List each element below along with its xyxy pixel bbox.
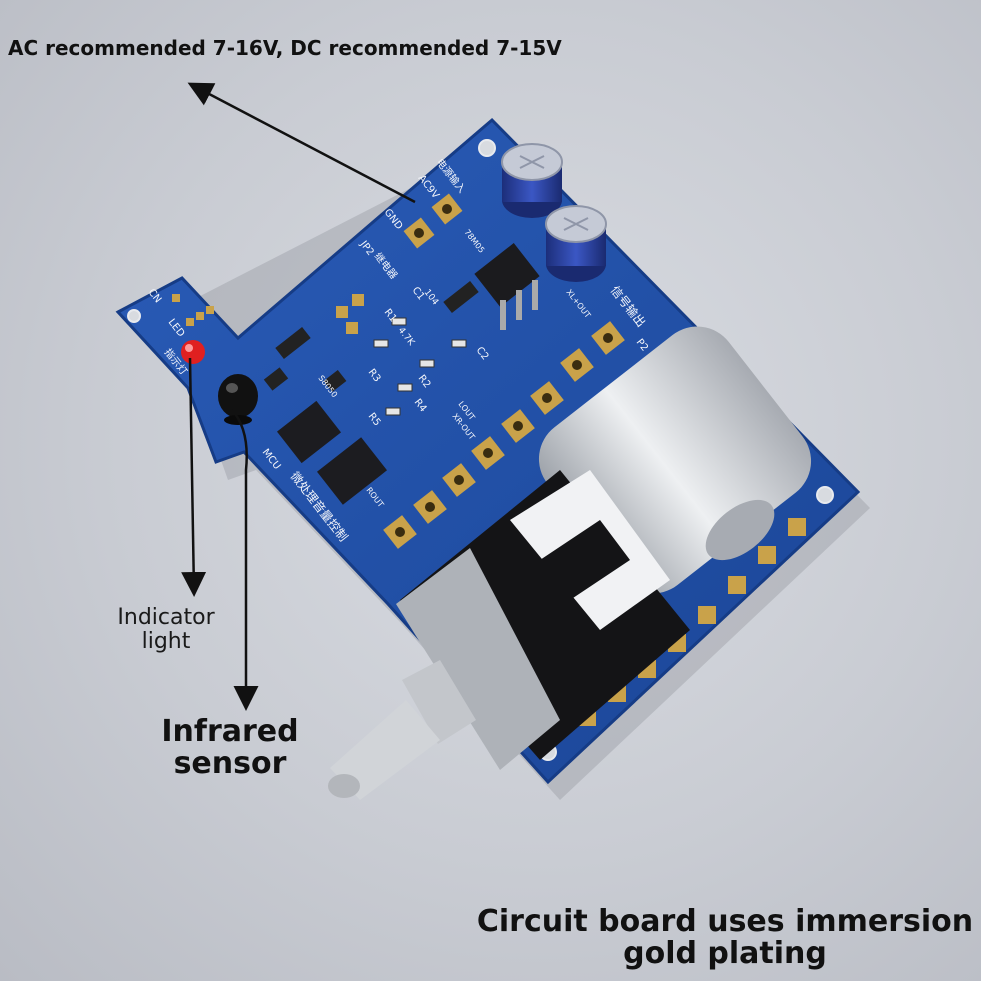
arrow-infrared xyxy=(231,409,259,711)
plating-note-label: Circuit board uses immersion gold platin… xyxy=(476,904,974,972)
output-pad-holes xyxy=(395,333,613,537)
arrow-power xyxy=(187,82,416,204)
potentiometer-body xyxy=(396,470,690,770)
cn-pins xyxy=(172,294,214,326)
capacitor-c2 xyxy=(545,205,607,282)
arrow-indicator xyxy=(181,357,207,597)
jp2-pads xyxy=(336,294,364,334)
power-input-pads xyxy=(403,193,463,249)
infrared-sensor-label: Infrared sensor xyxy=(161,714,299,782)
ic-chip-2 xyxy=(317,437,387,505)
ic-chip-1 xyxy=(276,400,342,464)
led-indicator xyxy=(181,340,205,364)
smd-components xyxy=(263,281,479,393)
potentiometer-shaft xyxy=(328,660,476,800)
voltage-regulator xyxy=(474,243,540,330)
capacitor-c1 xyxy=(501,143,563,218)
indicator-light-label: Indicator light xyxy=(117,605,215,654)
power-note-label: AC recommended 7-16V, DC recommended 7-1… xyxy=(8,36,562,60)
